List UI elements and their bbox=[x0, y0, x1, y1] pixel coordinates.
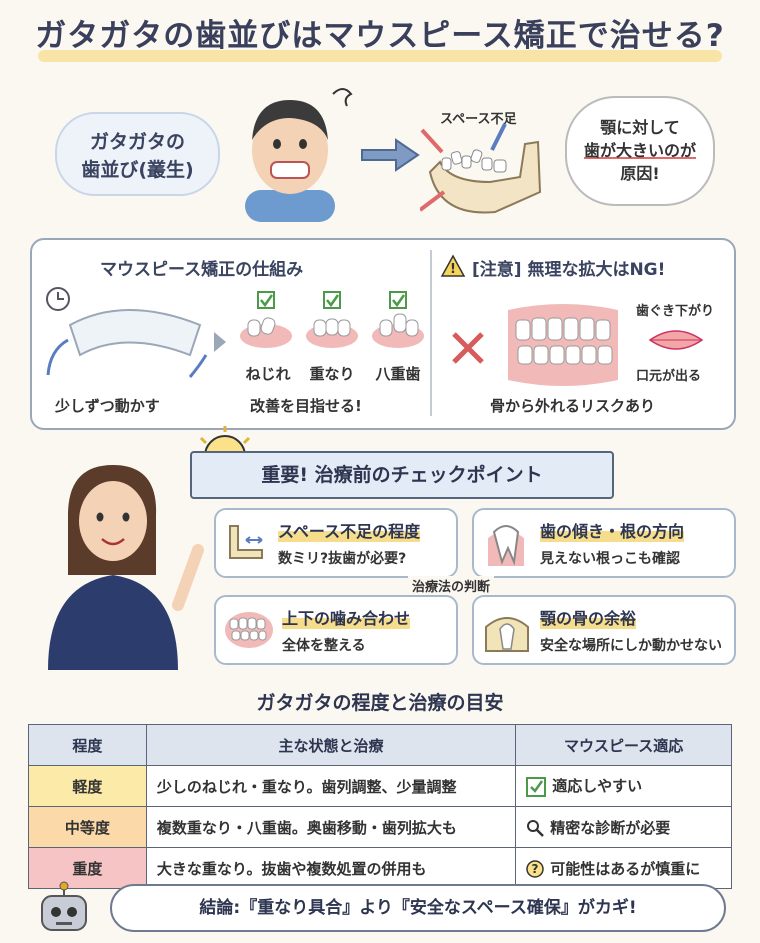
tooth-root-icon bbox=[488, 525, 524, 566]
question-icon: ? bbox=[526, 860, 545, 878]
fit-severe: 可能性はあるが慎重に bbox=[550, 859, 701, 878]
level-moderate: 中等度 bbox=[28, 806, 147, 848]
question-svg: ? bbox=[526, 860, 545, 878]
type-twist: ねじれ bbox=[245, 365, 291, 383]
conclusion-box: 結論:『重なり具合』より『安全なスペース確保』がカギ! bbox=[110, 884, 726, 932]
table-row: 重度 大きな重なり。抜歯や複数処置の併用も ? 可能性はあるが慎重に bbox=[28, 847, 732, 889]
gum-recession-label: 歯ぐき下がり bbox=[636, 304, 715, 319]
risk-caption: 骨から外れるリスクあり bbox=[490, 397, 656, 415]
robot-icon bbox=[41, 881, 87, 931]
desc-severe: 大きな重なり。抜歯や複数処置の併用も bbox=[145, 847, 517, 889]
check-card-bite: 上下の噛み合わせ 全体を整える bbox=[214, 595, 458, 665]
guide-table: 程度 主な状態と治療 マウスピース適応 軽度 少しのねじれ・重なり。歯列調整、少… bbox=[28, 724, 732, 889]
check-sub-bone: 安全な場所にしか動かせない bbox=[540, 638, 722, 654]
tooth-types-illustration bbox=[240, 291, 424, 348]
check-icon bbox=[526, 776, 547, 797]
tooth-types bbox=[238, 290, 428, 370]
level-mild: 軽度 bbox=[28, 765, 147, 807]
table-header-row: 程度 主な状態と治療 マウスピース適応 bbox=[28, 724, 732, 766]
warning-icon: ! bbox=[440, 254, 466, 277]
aligner-illustration bbox=[46, 287, 208, 378]
jaw-illustration bbox=[420, 123, 542, 214]
header-desc: 主な状態と治療 bbox=[145, 724, 517, 766]
decision-label: 治療法の判断 bbox=[408, 576, 495, 595]
crowding-line1: ガタガタの bbox=[89, 131, 185, 153]
check-title-root: 歯の傾き・根の方向 bbox=[540, 518, 685, 542]
type-snaggle: 八重歯 bbox=[375, 365, 421, 383]
cause-line1: 顎に対して bbox=[600, 118, 680, 137]
triangle-arrow-icon bbox=[214, 332, 226, 352]
desc-mild: 少しのねじれ・重なり。歯列調整、少量調整 bbox=[145, 765, 517, 807]
space-shortage-label: スペース不足 bbox=[440, 112, 517, 127]
arrow-right-icon bbox=[361, 138, 420, 172]
check-sub-space: 数ミリ?抜歯が必要? bbox=[278, 551, 407, 567]
magnifier-svg bbox=[527, 820, 545, 837]
check-sub-bite: 全体を整える bbox=[282, 638, 366, 654]
page-title: ガタガタの歯並びはマウスピース矯正で治せる? bbox=[35, 18, 725, 54]
title-highlight bbox=[38, 50, 722, 62]
crowding-line2: 歯並び(叢生) bbox=[81, 159, 194, 181]
check-title-space: スペース不足の程度 bbox=[278, 518, 421, 542]
ruler-icon bbox=[229, 525, 263, 559]
cause-bubble: 顎に対して 歯が大きいのが 原因! bbox=[565, 96, 715, 206]
check-card-root: 歯の傾き・根の方向 見えない根っこも確認 bbox=[472, 508, 736, 578]
guide-title: ガタガタの程度と治療の目安 bbox=[256, 692, 504, 714]
check-card-space: スペース不足の程度 数ミリ?抜歯が必要? bbox=[214, 508, 458, 578]
expanded-teeth-illustration bbox=[452, 304, 618, 386]
header-level: 程度 bbox=[28, 724, 147, 766]
mechanism-title: マウスピース矯正の仕組み bbox=[100, 260, 304, 280]
check-sub-root: 見えない根っこも確認 bbox=[540, 551, 680, 567]
cause-line2: 歯が大きいのが bbox=[583, 141, 696, 160]
bite-icon bbox=[225, 612, 273, 648]
fit-moderate: 精密な診断が必要 bbox=[550, 818, 671, 837]
fit-severe-cell: ? 可能性はあるが慎重に bbox=[515, 847, 732, 889]
caution-title: [注意] 無理な拡大はNG! bbox=[472, 260, 666, 280]
panel-divider bbox=[430, 250, 432, 416]
fit-mild-cell: 適応しやすい bbox=[515, 765, 732, 807]
fit-moderate-cell: 精密な診断が必要 bbox=[515, 806, 732, 848]
crowding-bubble: ガタガタの 歯並び(叢生) bbox=[55, 112, 220, 196]
worried-boy-illustration bbox=[245, 88, 353, 222]
check-mark-svg bbox=[530, 780, 544, 793]
desc-moderate: 複数重なり・八重歯。奥歯移動・歯列拡大も bbox=[145, 806, 517, 848]
type-overlap: 重なり bbox=[309, 365, 355, 383]
svg-text:!: ! bbox=[450, 262, 456, 277]
check-title-bite: 上下の噛み合わせ bbox=[282, 605, 411, 629]
header-fit: マウスピース適応 bbox=[515, 724, 732, 766]
fit-mild: 適応しやすい bbox=[552, 777, 643, 796]
nurse-illustration bbox=[48, 465, 204, 670]
check-title-bone: 顎の骨の余裕 bbox=[540, 605, 637, 629]
check-card-bone: 顎の骨の余裕 安全な場所にしか動かせない bbox=[472, 595, 736, 665]
svg-text:?: ? bbox=[532, 862, 539, 876]
cause-line3: 原因! bbox=[620, 164, 660, 183]
move-caption: 少しずつ動かす bbox=[55, 397, 160, 415]
table-row: 中等度 複数重なり・八重歯。奥歯移動・歯列拡大も 精密な診断が必要 bbox=[28, 806, 732, 848]
table-row: 軽度 少しのねじれ・重なり。歯列調整、少量調整 適応しやすい bbox=[28, 765, 732, 807]
improve-caption: 改善を目指せる! bbox=[250, 397, 362, 415]
jawbone-icon bbox=[485, 617, 529, 652]
level-severe: 重度 bbox=[28, 847, 147, 889]
lips-illustration bbox=[648, 330, 704, 350]
protrusion-label: 口元が出る bbox=[636, 369, 702, 384]
checkpoint-banner: 重要! 治療前のチェックポイント bbox=[190, 451, 614, 499]
magnifier-icon bbox=[526, 819, 545, 837]
